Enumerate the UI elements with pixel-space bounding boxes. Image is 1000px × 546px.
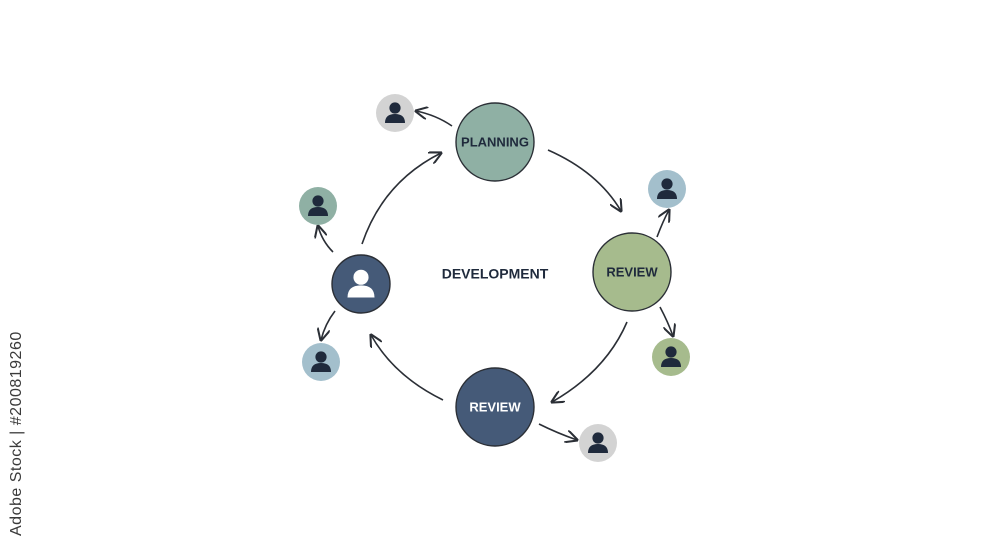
- satellite-bottom: [579, 424, 617, 462]
- arrow-planning-to-review: [547, 149, 621, 211]
- arrow-review-bottom-to-person: [371, 335, 444, 401]
- satellite-right-bottom: [652, 338, 690, 376]
- stock-id-caption: Adobe Stock | #200819260: [8, 331, 25, 536]
- review-right-node-label: REVIEW: [606, 264, 658, 279]
- satellite-right-top: [648, 170, 686, 208]
- arrow-review-to-review-bottom: [552, 321, 628, 402]
- arrow-review-bottom-to-satellite: [538, 423, 577, 440]
- review-right-node: REVIEW: [592, 232, 672, 312]
- arrow-planning-to-satellite: [416, 111, 453, 127]
- planning-node: PLANNING: [455, 102, 535, 182]
- satellite-planning: [376, 94, 414, 132]
- center-label: DEVELOPMENT: [442, 266, 549, 282]
- arrow-person-to-satellite-top: [318, 226, 334, 253]
- person-node: [331, 254, 391, 314]
- review-bottom-node: REVIEW: [455, 367, 535, 447]
- arrow-person-to-planning: [361, 153, 441, 245]
- arrow-review-to-satellite-bottom: [659, 306, 673, 336]
- arrow-person-to-satellite-bottom: [321, 310, 336, 340]
- arrow-review-to-satellite-top: [656, 210, 669, 238]
- satellite-left-top: [299, 187, 337, 225]
- planning-node-label: PLANNING: [461, 134, 529, 149]
- satellite-left-bottom: [302, 343, 340, 381]
- review-bottom-node-label: REVIEW: [469, 399, 521, 414]
